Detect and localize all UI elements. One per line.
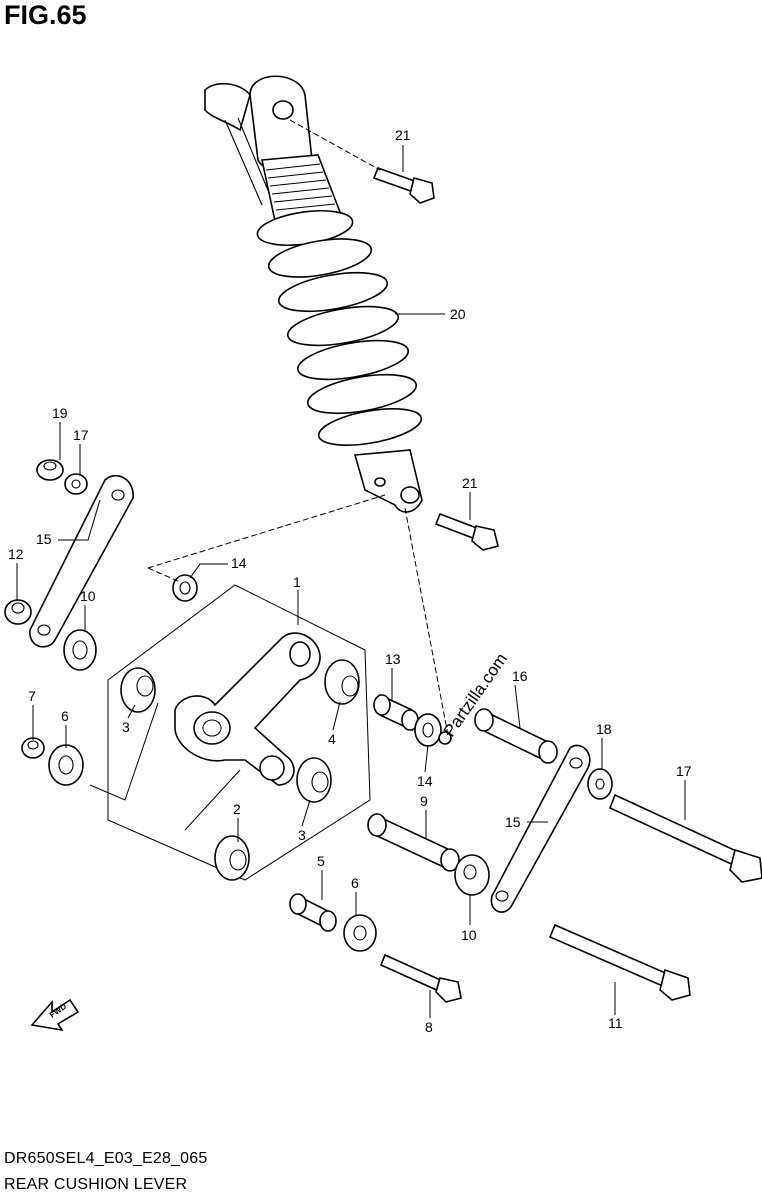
callout-19[interactable]: 19 (52, 405, 68, 421)
callout-13[interactable]: 13 (385, 651, 401, 667)
washer-17-left[interactable] (64, 473, 88, 495)
callout-15-lower[interactable]: 15 (505, 814, 521, 830)
callout-21-lower[interactable]: 21 (462, 475, 478, 491)
callout-5[interactable]: 5 (317, 853, 325, 869)
cushion-lever-1[interactable] (174, 632, 321, 786)
bushing-16[interactable] (474, 708, 558, 764)
bolt-21-lower[interactable] (434, 512, 499, 551)
callout-9[interactable]: 9 (420, 793, 428, 809)
washer-6-right[interactable] (343, 914, 377, 952)
spacer-5[interactable] (289, 893, 337, 932)
callout-10-lower[interactable]: 10 (461, 927, 477, 943)
bearing-3-lower[interactable] (296, 757, 332, 803)
bolt-7[interactable] (379, 953, 462, 1003)
callout-8[interactable]: 7 (28, 688, 36, 704)
callout-20[interactable]: 20 (450, 306, 466, 322)
callout-7[interactable]: 8 (425, 1019, 433, 1035)
bearing-4[interactable] (324, 659, 360, 705)
forward-direction-arrow: FWD (30, 998, 80, 1032)
figure-title: FIG.65 (4, 0, 87, 30)
model-code: DR650SEL4_E03_E28_065 (4, 1150, 208, 1167)
bushing-13[interactable] (373, 693, 419, 732)
bearing-2[interactable] (214, 835, 250, 881)
callout-11[interactable]: 11 (608, 1015, 623, 1031)
bushing-9[interactable] (367, 813, 460, 872)
washer-10-right[interactable] (454, 854, 490, 896)
callout-3-lower[interactable]: 3 (298, 827, 306, 843)
callout-18[interactable]: 17 (676, 763, 692, 779)
callout-17-upper[interactable]: 17 (73, 427, 89, 443)
callout-15-upper[interactable]: 15 (36, 531, 52, 547)
lever-assembly-outline (107, 584, 371, 881)
callout-4[interactable]: 4 (328, 731, 336, 747)
callout-17-lower[interactable]: 18 (596, 721, 612, 737)
callout-12[interactable]: 12 (8, 546, 24, 562)
callout-21-upper[interactable]: 21 (395, 127, 411, 143)
callout-16[interactable]: 16 (512, 668, 528, 684)
bolt-21-upper[interactable] (372, 166, 435, 204)
cushion-rod-left-15[interactable] (29, 474, 134, 648)
spacer-14-lower[interactable] (414, 713, 442, 747)
spacer-14-upper[interactable] (172, 574, 198, 602)
rear-shock-absorber[interactable] (204, 75, 424, 513)
washer-6-left[interactable] (48, 744, 84, 786)
bolt-11[interactable] (548, 923, 691, 1001)
bolt-18[interactable] (608, 793, 762, 883)
callout-3-upper[interactable]: 3 (122, 719, 130, 735)
nut-19[interactable] (36, 459, 64, 481)
callout-1[interactable]: 1 (293, 574, 301, 590)
figure-name: REAR CUSHION LEVER (4, 1176, 188, 1193)
washer-10-left[interactable] (63, 629, 97, 671)
cushion-rod-right-15[interactable] (490, 744, 591, 913)
nut-12[interactable] (4, 599, 32, 625)
nut-small[interactable] (438, 731, 452, 745)
callout-14-upper[interactable]: 14 (231, 555, 247, 571)
callout-6-right[interactable]: 6 (351, 875, 359, 891)
bearing-3-upper[interactable] (120, 667, 156, 713)
callout-6-left[interactable]: 6 (61, 708, 69, 724)
callout-2[interactable]: 2 (233, 801, 241, 817)
callout-14-lower[interactable]: 14 (417, 773, 433, 789)
nut-8[interactable] (21, 737, 45, 759)
callout-10-upper[interactable]: 10 (80, 588, 96, 604)
washer-17-right[interactable] (587, 768, 613, 800)
